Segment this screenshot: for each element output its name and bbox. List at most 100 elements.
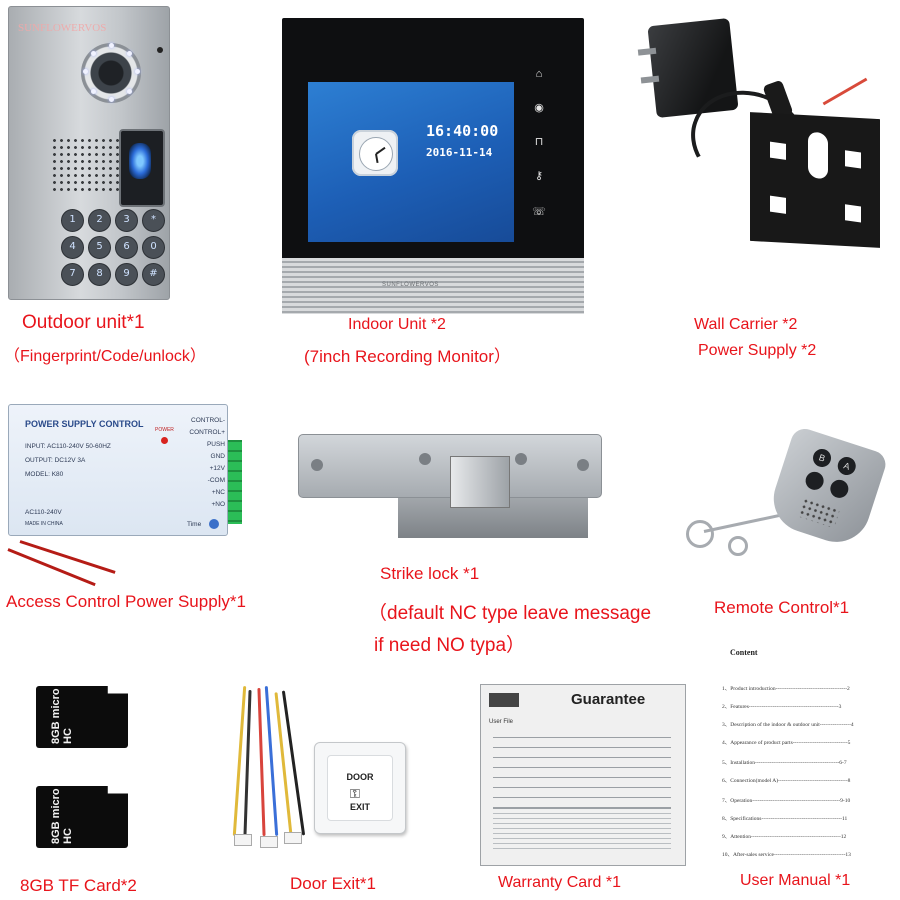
power-led-label: POWER (155, 427, 174, 433)
clock-icon (352, 130, 398, 176)
manual-row: 3、Description of the indoor & outdoor un… (722, 722, 854, 728)
keypad: 1 2 3 * 4 5 6 0 7 8 9 # (61, 209, 165, 286)
key-icon: ⚿ (350, 786, 360, 801)
power-supply-control-image: POWER SUPPLY CONTROL INPUT: AC110-240V 5… (8, 404, 228, 536)
ir-led (127, 51, 132, 56)
screen-date: 2016-11-14 (426, 146, 493, 159)
psu-title: POWER SUPPLY CONTROL (25, 419, 144, 429)
outdoor-unit-image: 1 2 3 * 4 5 6 0 7 8 9 # (8, 6, 170, 300)
phone-icon: ☏ (532, 206, 546, 218)
keypad-key: 1 (61, 209, 84, 232)
ir-led (91, 89, 96, 94)
manual-row: 5、Installation--------------------------… (722, 760, 847, 766)
tf-card-caption: 8GB TF Card*2 (20, 876, 137, 895)
red-wire (822, 77, 868, 106)
warranty-file-label: User File (489, 719, 514, 725)
terminal-label: -COM (207, 477, 225, 484)
monitor-brand: SUNFLOWERVOS (382, 282, 439, 288)
indoor-monitor-image: 16:40:00 2016-11-14 ⌂ ◉ ⊓ ⚷ ☏ SUNFLOWERV… (282, 18, 584, 314)
monitor-screen: 16:40:00 2016-11-14 (308, 82, 514, 242)
door-exit-caption: Door Exit*1 (290, 874, 376, 893)
terminal-label: +12V (209, 465, 225, 472)
keypad-key: 2 (88, 209, 111, 232)
terminal-label: PUSH (206, 441, 225, 448)
warranty-caption: Warranty Card *1 (498, 874, 621, 891)
strike-lock-caption: Strike lock *1 (380, 564, 480, 583)
strike-latch (450, 456, 510, 508)
ir-led (91, 51, 96, 56)
indoor-unit-subcaption: (7inch Recording Monitor） (304, 347, 511, 366)
door-exit-button-image: DOOR ⚿ EXIT (314, 742, 406, 834)
terminal-label: CONTROL+ (189, 429, 225, 436)
manual-row: 7、Operation-----------------------------… (722, 798, 851, 804)
manual-title: Content (730, 648, 758, 657)
fingerprint-sensor (119, 129, 165, 207)
keypad-key: * (142, 209, 165, 232)
manual-caption: User Manual *1 (740, 872, 851, 889)
connection-wires-image (230, 686, 310, 848)
keyring-icon (728, 536, 748, 556)
ir-led (127, 89, 132, 94)
manual-row: 4、Appearance of product parts-----------… (722, 740, 851, 746)
keypad-key: 0 (142, 236, 165, 259)
key-icon: ⚷ (534, 170, 544, 182)
lock-icon: ⊓ (534, 136, 544, 148)
time-knob-icon (209, 519, 219, 529)
remote-caption: Remote Control*1 (714, 598, 850, 617)
psu-output: OUTPUT: DC12V 3A (25, 457, 86, 464)
warranty-title: Guarantee (571, 691, 646, 708)
terminal-label: GND (210, 453, 225, 460)
mic-hole (157, 47, 163, 53)
outdoor-unit-caption: Outdoor unit*1 (22, 312, 145, 333)
door-exit-label-2: EXIT (349, 802, 370, 812)
ir-led (109, 43, 114, 48)
screen-time: 16:40:00 (426, 122, 499, 140)
psu-model: MODEL: K80 (25, 471, 64, 478)
manual-row: 6、Connection(model A)-------------------… (722, 778, 851, 784)
psu-input: INPUT: AC110-240V 50-60HZ (25, 443, 111, 450)
keypad-key: 5 (88, 236, 111, 259)
ir-led (83, 69, 88, 74)
door-exit-label-1: DOOR (346, 772, 374, 782)
wall-carrier-caption: Wall Carrier *2 (694, 316, 798, 333)
indoor-unit-caption: Indoor Unit *2 (348, 316, 446, 333)
psu-ac: AC110-240V (25, 509, 62, 516)
keypad-key: 8 (88, 263, 111, 286)
remote-control-image: B A (764, 425, 890, 551)
access-power-caption: Access Control Power Supply*1 (6, 592, 247, 611)
fingerprint-icon (129, 143, 151, 179)
manual-row: 8、Specifications------------------------… (722, 816, 848, 822)
terminal-label: CONTROL- (191, 417, 225, 424)
strike-lock-note-1: （default NC type leave message (368, 603, 652, 624)
ir-led (109, 97, 114, 102)
remote-button-a: A (835, 454, 859, 478)
warranty-card-image: Guarantee User File (480, 684, 686, 866)
wall-bracket-image (750, 101, 880, 259)
manual-row: 1、Product introduction------------------… (722, 686, 850, 692)
outdoor-unit-subcaption: （Fingerprint/Code/unlock） (4, 348, 206, 365)
terminal-label: +NO (211, 501, 225, 508)
keypad-key: 4 (61, 236, 84, 259)
red-wire (7, 548, 96, 587)
watermark: SUNFLOWERVOS (18, 22, 107, 34)
camera-icon: ◉ (534, 102, 544, 114)
psu-made: MADE IN CHINA (25, 521, 63, 527)
speaker-grille (51, 137, 119, 195)
ir-led (135, 69, 140, 74)
keypad-key: 9 (115, 263, 138, 286)
remote-button (803, 469, 826, 493)
tf-card-image: 8GB micro SD HC (36, 786, 128, 848)
tf-card-text: 8GB micro SD HC (50, 770, 74, 844)
remote-button-b: B (810, 446, 834, 470)
monitor-frame (282, 258, 584, 314)
terminal-block (228, 440, 242, 524)
keypad-key: 6 (115, 236, 138, 259)
power-supply-caption: Power Supply *2 (698, 342, 817, 359)
keypad-key: 3 (115, 209, 138, 232)
keyring-icon (686, 520, 714, 548)
manual-row: 10、After-sales service------------------… (722, 852, 851, 858)
manual-row: 2、Features------------------------------… (722, 704, 842, 710)
red-wire (19, 540, 116, 574)
keypad-key: 7 (61, 263, 84, 286)
tf-card-image: 8GB micro SD HC (36, 686, 128, 748)
